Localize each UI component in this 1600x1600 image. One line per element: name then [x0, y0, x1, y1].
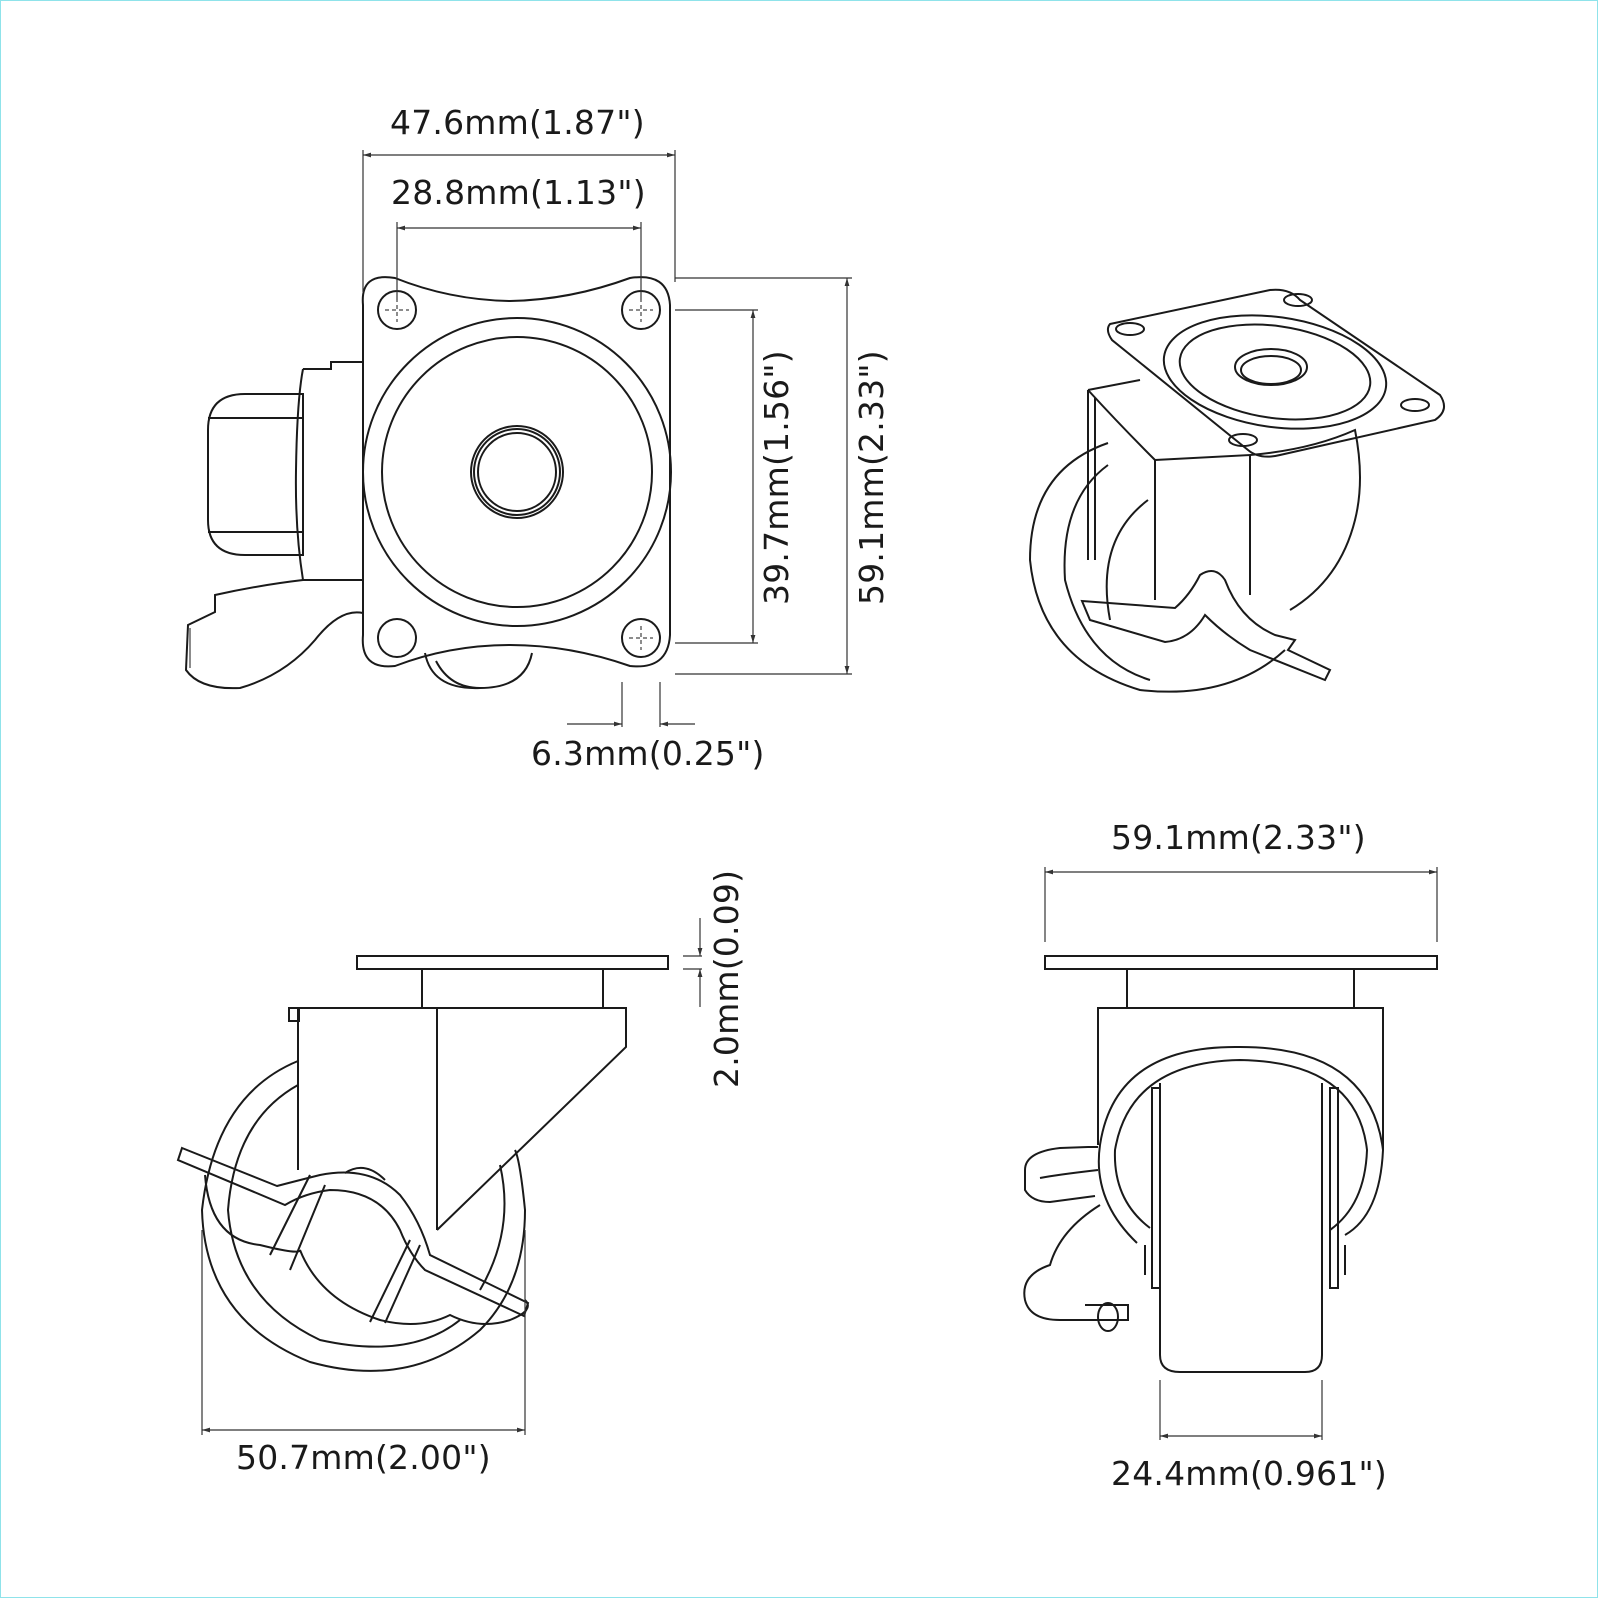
- top-view: [184, 276, 672, 690]
- side-view-dimensions: [201, 918, 703, 1435]
- dim-plate-thickness: 2.0mm(0.09): [707, 869, 746, 1088]
- side-view: [176, 955, 669, 1372]
- top-view-dimensions: [362, 150, 852, 727]
- dim-plate-width: 47.6mm(1.87"): [390, 103, 645, 142]
- dim-wheel-diameter: 50.7mm(2.00"): [236, 1438, 491, 1477]
- iso-view: [1028, 288, 1445, 693]
- dim-hole-spacing-x: 28.8mm(1.13"): [391, 173, 646, 212]
- dim-wheel-width: 24.4mm(0.961"): [1111, 1454, 1387, 1493]
- dim-swivel-offset: 6.3mm(0.25"): [531, 734, 765, 773]
- dim-hole-spacing-y: 39.7mm(1.56"): [757, 350, 796, 605]
- front-view: [1023, 955, 1438, 1373]
- dim-overall-height: 59.1mm(2.33"): [1111, 818, 1366, 857]
- dim-plate-length: 59.1mm(2.33"): [852, 350, 891, 605]
- front-view-dimensions: [1044, 867, 1438, 1440]
